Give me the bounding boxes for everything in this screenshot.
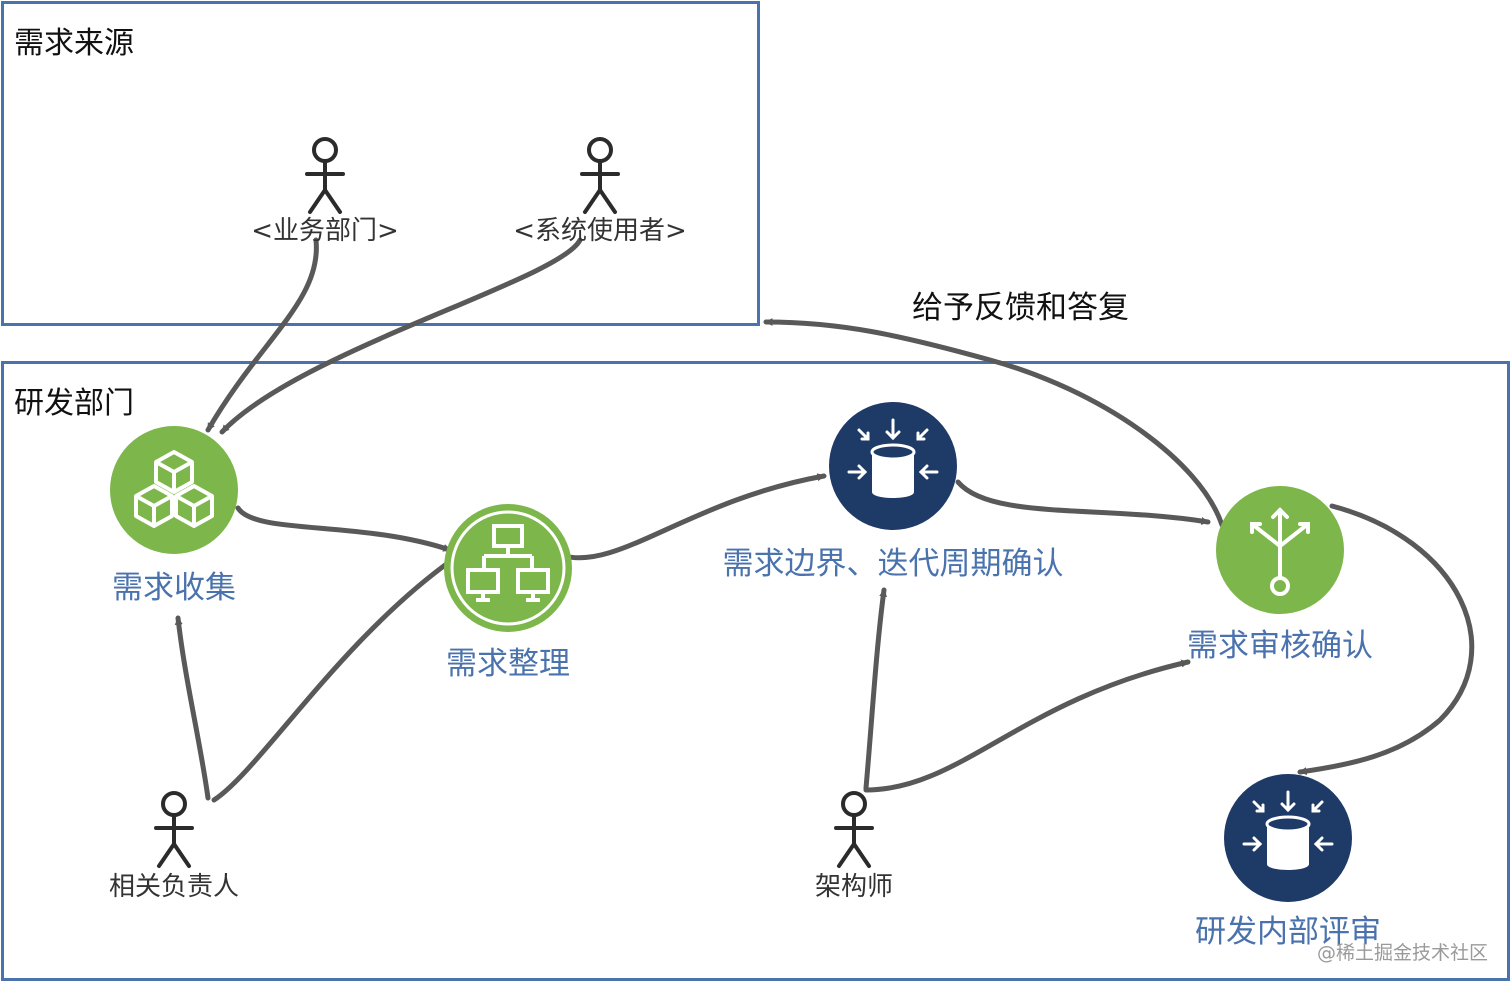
actor-architect-label: 架构师: [814, 872, 894, 902]
actor-business-icon: [305, 137, 345, 214]
arrow-architect-to-boundary: [863, 587, 888, 791]
node-review-database-icon: [1224, 774, 1352, 902]
node-organize-network-icon: [444, 504, 572, 632]
rd-group-title: 研发部门: [14, 386, 134, 421]
arrow-systemuser-to-collect: [219, 237, 583, 435]
node-boundary-label: 需求边界、迭代周期确认: [722, 546, 1064, 582]
arrow-business-to-collect: [205, 237, 319, 433]
node-boundary-database-icon: [829, 402, 957, 530]
node-audit-split-icon: [1216, 486, 1344, 614]
arrow-boundary-to-audit: [955, 479, 1211, 525]
node-audit-label: 需求审核确认: [1187, 628, 1373, 664]
rd-group-box: 研发部门: [1, 361, 1510, 981]
actor-owner-label: 相关负责人: [108, 872, 240, 902]
actor-architect-icon: [834, 791, 874, 868]
arrow-owner-to-organize: [211, 557, 455, 803]
arrow-owner-to-collect: [174, 615, 211, 801]
node-collect-label: 需求收集: [112, 570, 236, 606]
arrow-architect-to-audit: [863, 659, 1191, 793]
node-organize-label: 需求整理: [446, 646, 570, 682]
node-collect-cubes-icon: [110, 426, 238, 554]
arrow-audit-to-review: [1297, 503, 1475, 776]
arrow-organize-to-boundary: [561, 473, 827, 561]
actor-business-label: <业务部门>: [251, 216, 399, 246]
actor-system-user-icon: [580, 137, 620, 214]
source-group-box: 需求来源: [1, 1, 760, 326]
node-review-label: 研发内部评审: [1195, 914, 1381, 950]
watermark: @稀土掘金技术社区: [1316, 942, 1488, 964]
actor-owner-icon: [154, 791, 194, 868]
arrow-audit-to-source-feedback: [763, 318, 1225, 528]
feedback-label: 给予反馈和答复: [912, 290, 1129, 326]
source-group-title: 需求来源: [14, 26, 134, 61]
arrow-collect-to-organize: [235, 505, 453, 553]
actor-system-user-label: <系统使用者>: [513, 216, 687, 246]
